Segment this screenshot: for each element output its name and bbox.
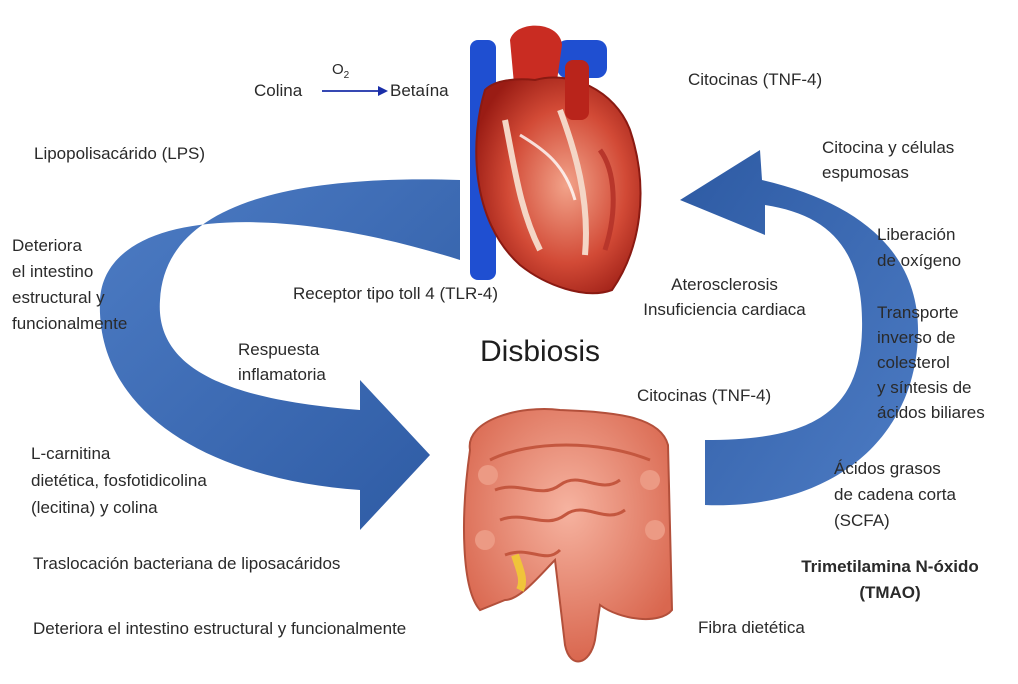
label-citocinas-mid: Citocinas (TNF-4)	[637, 384, 771, 408]
label-aterosclerosis: Aterosclerosis Insuficiencia cardiaca	[617, 272, 832, 322]
reaction-reagent: O	[332, 61, 344, 78]
label-deteriora-bottom: Deteriora el intestino estructural y fun…	[33, 617, 406, 641]
label-transporte: Transporte inverso de colesterol y sínte…	[877, 300, 985, 425]
label-liberacion: Liberación de oxígeno	[877, 222, 961, 274]
label-traslocacion: Traslocación bacteriana de liposacáridos	[33, 552, 340, 576]
label-tmao: Trimetilamina N-óxido (TMAO)	[780, 554, 1000, 606]
intestine-icon	[464, 409, 672, 661]
reaction-from-label: Colina	[254, 79, 302, 103]
reaction-reagent-sub: 2	[344, 70, 350, 81]
reaction-arrowhead	[378, 86, 388, 96]
label-respuesta: Respuesta inflamatoria	[238, 337, 326, 387]
heart-icon	[470, 26, 640, 294]
page-title: Disbiosis	[480, 335, 600, 369]
label-fibra: Fibra dietética	[698, 616, 805, 640]
label-citocina-celulas: Citocina y células espumosas	[822, 135, 954, 185]
reaction-to-label: Betaína	[390, 79, 449, 103]
label-deteriora-left: Deteriora el intestino estructural y fun…	[12, 233, 127, 337]
label-lcarnitina: L-carnitina dietética, fosfotidicolina (…	[31, 440, 207, 521]
label-citocinas-top: Citocinas (TNF-4)	[688, 68, 822, 92]
label-acidos: Ácidos grasos de cadena corta (SCFA)	[834, 456, 956, 534]
label-receptor: Receptor tipo toll 4 (TLR-4)	[293, 282, 498, 306]
reaction-reagent-label: O2	[332, 58, 349, 88]
label-lps: Lipopolisacárido (LPS)	[34, 142, 205, 166]
